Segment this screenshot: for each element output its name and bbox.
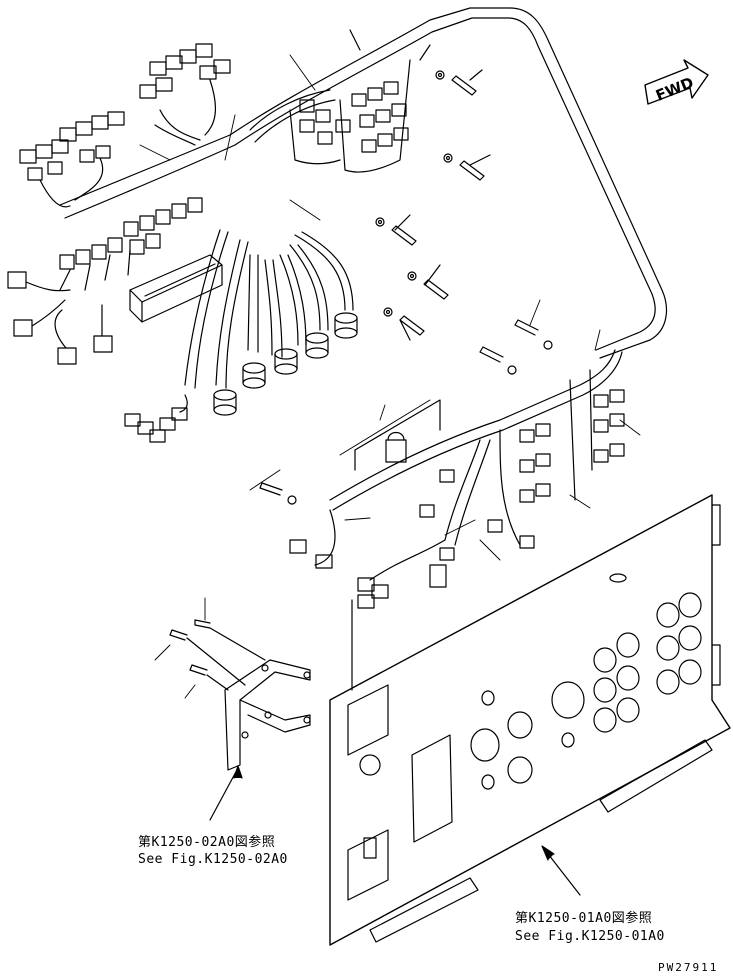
hanging-cables xyxy=(184,229,358,416)
upper-middle-connector-cluster xyxy=(139,43,231,146)
panel-reference-ja: 第K1250-01A0図参照 xyxy=(515,911,653,926)
bracket-reference-en: See Fig.K1250-02A0 xyxy=(138,852,288,867)
instrument-panel xyxy=(329,494,731,946)
right-connector-stack xyxy=(519,369,625,503)
upper-central-connectors xyxy=(289,59,411,173)
bolts-and-washers-lower xyxy=(259,319,553,505)
upper-left-connector-cluster xyxy=(19,111,125,208)
fwd-label: FWD xyxy=(653,73,696,104)
loose-connectors-left xyxy=(7,271,113,365)
drawing-code: PW27911 xyxy=(658,961,719,974)
lower-left-connector-group xyxy=(124,394,188,443)
bracket-reference-ja: 第K1250-02A0図参照 xyxy=(138,835,276,850)
panel-reference-en: See Fig.K1250-01A0 xyxy=(515,929,665,944)
fwd-direction-arrow xyxy=(644,59,709,105)
reference-arrows xyxy=(209,765,581,896)
bolts-and-washers-upper xyxy=(349,29,491,341)
main-harness-trunk xyxy=(59,7,668,359)
lower-harness xyxy=(289,349,623,609)
relay-block xyxy=(59,197,203,291)
mounting-bracket xyxy=(169,619,311,771)
leader-lines xyxy=(139,54,641,699)
fuse-box xyxy=(129,254,223,323)
